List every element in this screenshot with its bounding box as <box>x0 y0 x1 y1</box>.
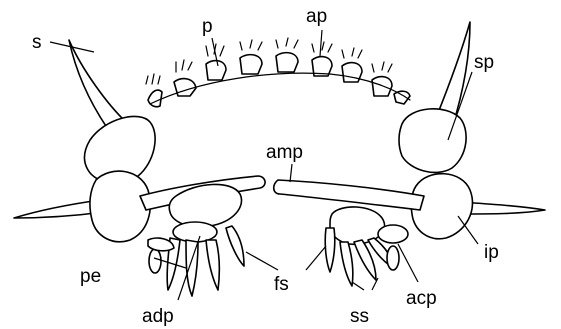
right-seta-2 <box>340 242 353 286</box>
branch-4 <box>240 55 262 74</box>
branch-8 <box>372 77 392 96</box>
left-seta-4 <box>226 226 244 266</box>
label-acp: acp <box>406 288 437 309</box>
left-lower-segment <box>90 171 150 242</box>
label-pe: pe <box>80 266 101 287</box>
label-ss: ss <box>350 306 369 327</box>
label-ap: ap <box>306 6 327 27</box>
right-plate <box>330 207 385 244</box>
left-spine-s <box>69 40 126 132</box>
branch-row <box>146 38 410 107</box>
right-rod-amp <box>274 180 424 210</box>
label-fs: fs <box>274 274 289 295</box>
label-p: p <box>202 16 213 37</box>
left-seta-3 <box>206 240 219 290</box>
right-acp-lobe <box>378 225 408 243</box>
right-ss-organ <box>387 246 399 270</box>
label-s: s <box>32 32 42 53</box>
branch-5 <box>276 53 298 72</box>
left-small-lobe <box>173 222 217 242</box>
left-pe-organ <box>149 249 161 273</box>
label-adp: adp <box>142 306 174 327</box>
label-amp: amp <box>266 142 303 163</box>
branch-3 <box>206 61 226 80</box>
branch-9 <box>394 91 410 104</box>
label-sp: sp <box>474 52 494 73</box>
right-seta-1 <box>325 228 335 272</box>
label-ip: ip <box>484 242 499 263</box>
